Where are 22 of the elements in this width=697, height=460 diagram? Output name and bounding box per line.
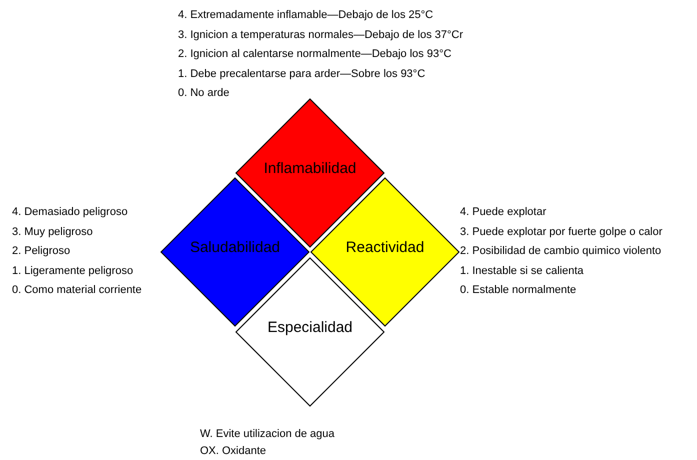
hazard-diamond	[235, 257, 385, 407]
rating-description: 2. Peligroso	[12, 244, 72, 259]
rating-description: 2. Posibilidad de cambio quimico violento	[460, 244, 662, 259]
rating-description: 0. Estable normalmente	[460, 283, 578, 298]
section-label: Saludabilidad	[190, 239, 280, 256]
rating-description: 1. Inestable si se calienta	[460, 264, 585, 278]
rating-description: 1. Ligeramente peligroso	[12, 264, 134, 278]
section-label: Inflamabilidad	[264, 160, 356, 177]
rating-description: 4. Demasiado peligroso	[12, 205, 129, 220]
rating-description: 0. Como material corriente	[12, 283, 142, 298]
rating-description: 2. Ignicion al calentarse normalmente—Debajo los 93°C	[178, 47, 452, 62]
section-label: Reactividad	[346, 239, 424, 256]
rating-description: 1. Debe precalentarse para arder—Sobre los 93°C	[178, 66, 426, 82]
rating-description: 3. Puede explotar por fuerte golpe o calor	[460, 224, 662, 240]
section-label: Especialidad	[267, 319, 353, 336]
rating-description: 3. Ignicion a temperaturas normales—Debajo de los 37°Cr	[178, 28, 464, 42]
rating-description: W. Evite utilizacion de agua	[200, 427, 335, 442]
rating-description: 4. Puede explotar	[460, 205, 548, 220]
rating-description: OX. Oxidante	[200, 444, 268, 459]
rating-description: 4. Extremadamente inflamable—Debajo de los 25°C	[178, 8, 434, 23]
rating-description: 0. No arde	[178, 86, 230, 101]
rating-description: 3. Muy peligroso	[12, 224, 94, 240]
